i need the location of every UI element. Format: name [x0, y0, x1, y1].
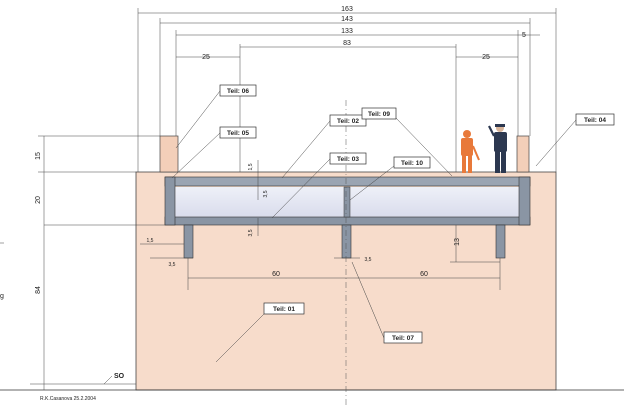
author-credit: R.K.Casanova 25.2.2004: [40, 396, 96, 402]
dim-5: 5: [522, 32, 526, 39]
dim-25-left: 25: [202, 54, 210, 61]
leg-center: [341, 224, 352, 259]
label-teil-01: Teil: 01: [273, 306, 295, 313]
label-teil-06: Teil: 06: [227, 88, 249, 95]
label-teil-04: Teil: 04: [584, 117, 606, 124]
right-web: [518, 176, 531, 226]
label-teil-03: Teil: 03: [337, 156, 359, 163]
dim-20: 20: [35, 196, 42, 204]
dim-83: 83: [343, 40, 351, 47]
leg-left: [183, 224, 194, 259]
bottom-girder: [164, 216, 531, 226]
label-teil-02: Teil: 02: [337, 118, 359, 125]
dim-3-5-top: 3,5: [263, 190, 269, 197]
dim-3-5-center: 3,5: [365, 257, 372, 263]
figure-official-dark: [488, 124, 507, 173]
label-so: SO: [114, 373, 125, 380]
label-teil-05: Teil: 05: [227, 130, 249, 137]
dim-143: 143: [341, 16, 353, 23]
label-teil-07: Teil: 07: [392, 335, 414, 342]
right-parapet: [516, 135, 530, 173]
dim-25-right: 25: [482, 54, 490, 61]
leg-right: [495, 224, 506, 259]
dim-3-5-mid: 3,5: [248, 229, 254, 236]
dim-84: 84: [35, 286, 42, 294]
dim-3-5-left: 3,5: [169, 262, 176, 268]
dim-163: 163: [341, 6, 353, 13]
label-teil-10: Teil: 10: [401, 160, 423, 167]
center-web: [343, 186, 351, 218]
left-web: [164, 176, 176, 226]
dim-13: 13: [454, 238, 461, 246]
label-teil-09: Teil: 09: [368, 111, 390, 118]
deck-slab: [164, 176, 531, 187]
left-parapet: [159, 135, 179, 173]
label-edge-g: g: [0, 293, 4, 300]
dim-15: 15: [35, 152, 42, 160]
dim-1-5-left: 1,5: [147, 238, 154, 244]
dim-133: 133: [341, 28, 353, 35]
figure-worker-orange: [461, 130, 480, 173]
dim-1-5-top: 1,5: [248, 163, 254, 170]
dim-60-left: 60: [272, 271, 280, 278]
dim-60-right: 60: [420, 271, 428, 278]
